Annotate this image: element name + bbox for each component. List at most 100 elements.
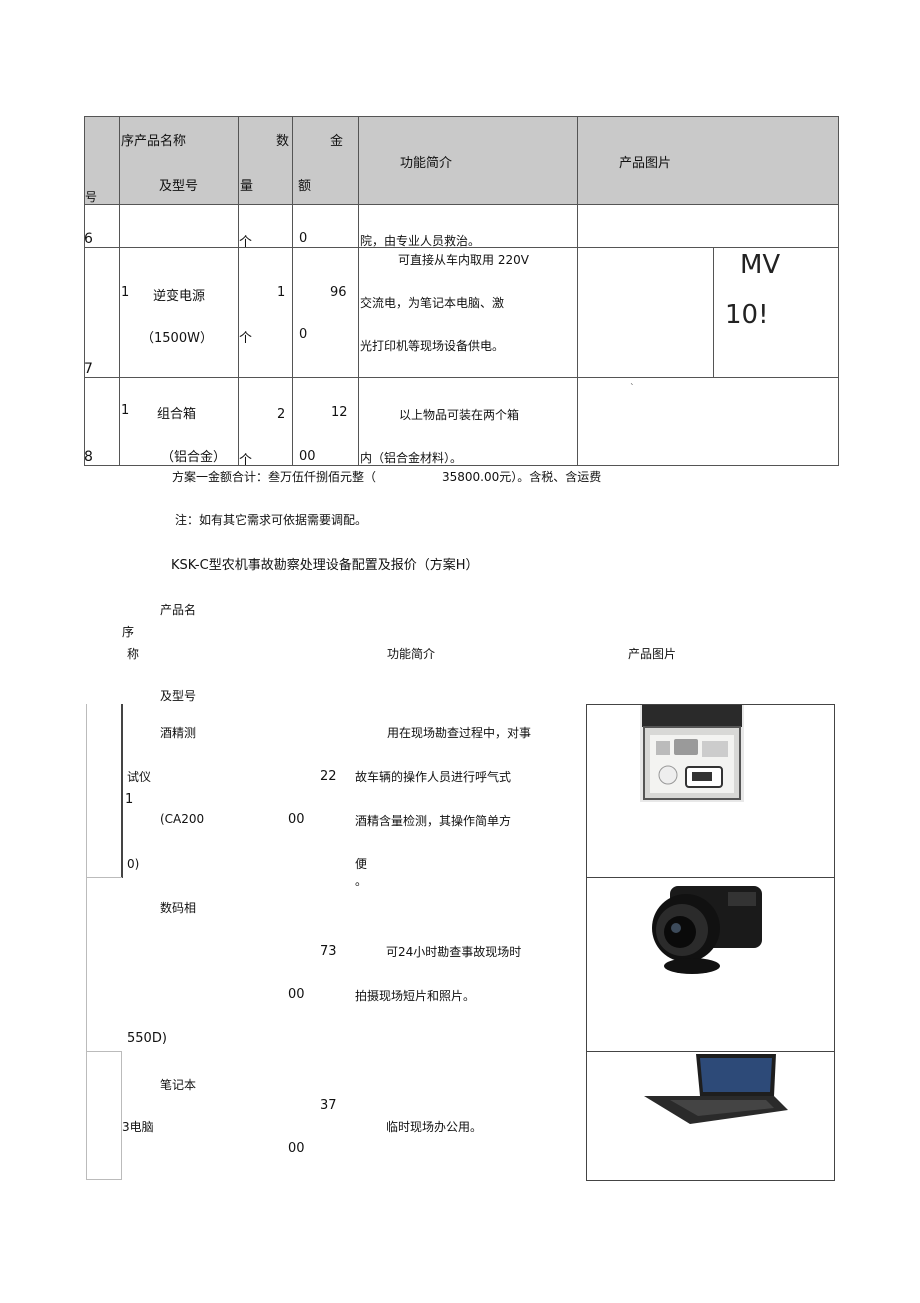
row7-function-line: 可直接从车内取用 220V bbox=[398, 253, 529, 267]
row6-amount: 0 bbox=[299, 231, 308, 246]
t2-header-xu: 序 bbox=[122, 625, 135, 639]
table1-border bbox=[119, 116, 120, 466]
row7-function-line: 光打印机等现场设备供电。 bbox=[360, 339, 505, 353]
t2-header-image: 产品图片 bbox=[628, 647, 677, 661]
row8-no: 8 bbox=[84, 449, 93, 465]
header-function: 功能简介 bbox=[400, 156, 453, 171]
t2-row3-function-line: 临时现场办公用。 bbox=[386, 1120, 483, 1134]
row8-model: （铝合金） bbox=[161, 450, 227, 465]
total-value: 35800.00元）。含税、含运费 bbox=[442, 470, 602, 484]
row7-image-text: 10! bbox=[725, 300, 769, 330]
row7-unit: 个 bbox=[239, 331, 253, 346]
header-model: 及型号 bbox=[159, 179, 199, 194]
table1-border bbox=[838, 116, 839, 466]
t2-row1-function-line: 。 bbox=[355, 874, 368, 888]
table2-border bbox=[86, 704, 87, 878]
table2-border bbox=[586, 704, 835, 705]
header-name: 序产品名称 bbox=[121, 134, 187, 149]
t2-row3-name-line: 笔记本 bbox=[160, 1078, 197, 1092]
table1-header-background bbox=[84, 116, 838, 204]
row8-unit: 个 bbox=[239, 453, 253, 468]
breathalyzer-case-image bbox=[640, 705, 744, 802]
row6-unit: 个 bbox=[239, 235, 253, 250]
row8-amount-bottom: 00 bbox=[299, 449, 316, 464]
row7-model: （1500W） bbox=[141, 331, 213, 346]
table2-border bbox=[86, 877, 122, 878]
row7-qty: 1 bbox=[277, 285, 286, 300]
table2-border bbox=[834, 704, 835, 1181]
row8-idx: 1 bbox=[121, 403, 130, 418]
table2-border bbox=[586, 1180, 835, 1181]
t2-row1-function-line: 故车辆的操作人员进行呼气式 bbox=[355, 770, 512, 784]
t2-row1-function-line: 酒精含量检测，其操作简单方 bbox=[355, 814, 512, 828]
t2-row1-name-line: 试仪 bbox=[127, 770, 152, 784]
t2-header-cheng: 称 bbox=[127, 647, 140, 661]
t2-row1-function-line: 用在现场勘查过程中，对事 bbox=[387, 726, 532, 740]
t2-header-function: 功能简介 bbox=[387, 647, 436, 661]
row8-function-line: 以上物品可装在两个箱 bbox=[399, 408, 520, 422]
t2-row1-name-line: 0) bbox=[127, 857, 140, 871]
t2-row2-amount-bottom: 00 bbox=[288, 987, 305, 1002]
row7-idx: 1 bbox=[121, 285, 130, 300]
table2-border bbox=[586, 1051, 835, 1052]
table2-border bbox=[121, 1051, 122, 1180]
note-text: 注：如有其它需求可依据需要调配。 bbox=[175, 513, 368, 527]
t2-row2-function-line: 可24小时勘查事故现场时 bbox=[386, 945, 522, 959]
table1-border bbox=[238, 116, 239, 466]
header-jin: 金 bbox=[330, 134, 344, 149]
table1-border bbox=[84, 204, 838, 205]
row6-function: 院，由专业人员救治。 bbox=[360, 234, 481, 248]
table1-border bbox=[358, 116, 359, 466]
table2-border bbox=[86, 1179, 122, 1180]
table1-border bbox=[84, 116, 838, 117]
t2-row1-idx: 1 bbox=[125, 792, 134, 807]
table1-border bbox=[292, 116, 293, 466]
t2-row1-amount-bottom: 00 bbox=[288, 812, 305, 827]
camera-image bbox=[640, 878, 768, 976]
t2-row3-name-line: 3电脑 bbox=[122, 1120, 154, 1134]
table1-border bbox=[84, 116, 85, 466]
header-hao: 号 bbox=[85, 190, 98, 204]
row6-no: 6 bbox=[84, 231, 93, 247]
row8-amount-top: 12 bbox=[331, 405, 348, 420]
header-e: 额 bbox=[298, 179, 312, 194]
row7-function-line: 交流电，为笔记本电脑、激 bbox=[360, 296, 505, 310]
laptop-image bbox=[640, 1052, 788, 1130]
row8-qty: 2 bbox=[277, 407, 286, 422]
table2-border bbox=[86, 1051, 87, 1180]
table1-border bbox=[713, 247, 714, 378]
row8-name: 组合箱 bbox=[157, 407, 197, 422]
table2-border bbox=[586, 704, 587, 1181]
total-label: 方案一金额合计：叁万伍仟捌佰元整（ bbox=[172, 470, 377, 484]
header-image: 产品图片 bbox=[619, 156, 672, 171]
row7-image-text: MV bbox=[740, 250, 781, 280]
t2-row3-amount-top: 37 bbox=[320, 1098, 337, 1113]
t2-row1-name-line: 酒精测 bbox=[160, 726, 197, 740]
t2-row2-name-line: 数码相 bbox=[160, 901, 197, 915]
table2-border bbox=[586, 877, 835, 878]
section-title: KSK-C型农机事故勘察处理设备配置及报价（方案H） bbox=[171, 558, 479, 573]
table2-border bbox=[86, 877, 87, 1052]
header-liang: 量 bbox=[240, 179, 254, 194]
table1-border bbox=[84, 377, 838, 378]
t2-row2-amount-top: 73 bbox=[320, 944, 337, 959]
t2-header-model: 及型号 bbox=[160, 689, 197, 703]
row8-mark: ˎ bbox=[630, 376, 635, 386]
table1-border bbox=[84, 247, 838, 248]
t2-header-product-name: 产品名 bbox=[160, 603, 197, 617]
table1-border bbox=[577, 116, 578, 466]
t2-row1-function-line: 便 bbox=[355, 857, 368, 871]
row7-no: 7 bbox=[84, 361, 93, 377]
row8-function-line: 内（铝合金材料）。 bbox=[360, 451, 463, 465]
table2-border bbox=[86, 1051, 122, 1052]
t2-row2-name-line: 550D) bbox=[127, 1031, 167, 1046]
row7-amount-bottom: 0 bbox=[299, 327, 308, 342]
t2-row2-function-line: 拍摄现场短片和照片。 bbox=[355, 989, 476, 1003]
t2-row1-amount-top: 22 bbox=[320, 769, 337, 784]
t2-row3-amount-bottom: 00 bbox=[288, 1141, 305, 1156]
table2-border bbox=[121, 704, 123, 878]
row7-name: 逆变电源 bbox=[153, 289, 206, 304]
table1-border bbox=[84, 465, 838, 466]
header-shu: 数 bbox=[276, 134, 290, 149]
t2-row1-name-line: (CA200 bbox=[160, 812, 205, 826]
